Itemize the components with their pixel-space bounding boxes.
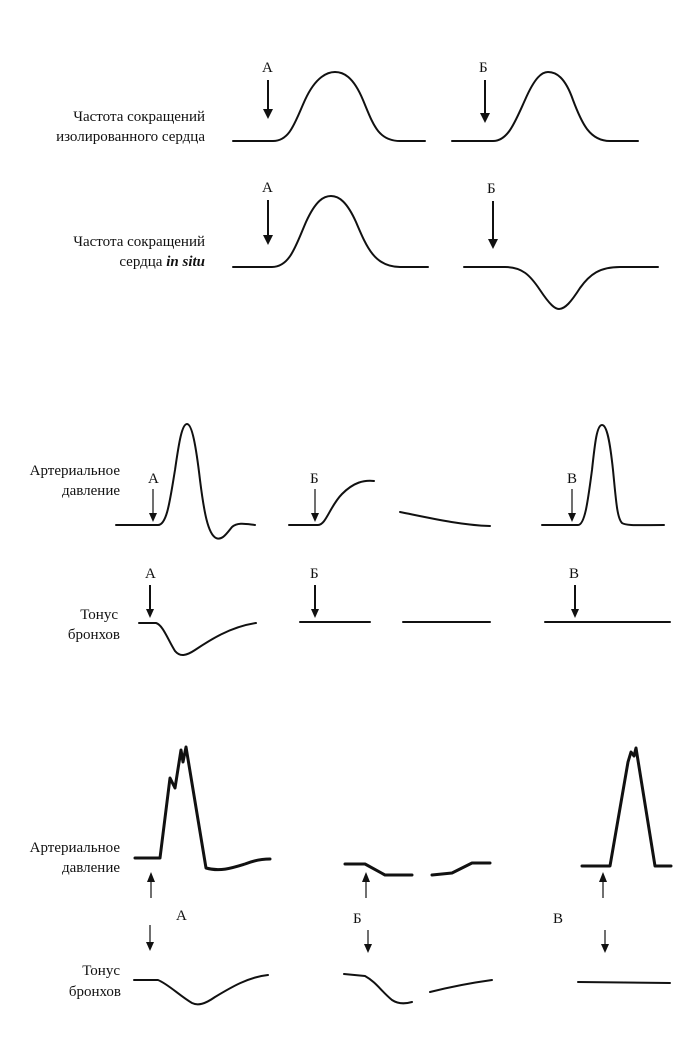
marker-b-pressure: Б bbox=[310, 471, 319, 487]
pressure-label-line1-second: Артериальное bbox=[30, 840, 121, 856]
trace-pressure-b-continued bbox=[399, 511, 491, 527]
marker-a-second: А bbox=[176, 908, 187, 924]
arrow-down-icon bbox=[568, 489, 576, 522]
marker-b-in-situ: Б bbox=[487, 181, 496, 197]
trace-in-situ-heart-b bbox=[463, 266, 659, 310]
arrow-up-icon bbox=[147, 872, 155, 898]
bronchi-label-line1-second: Тонус bbox=[82, 963, 120, 979]
marker-c-second: В bbox=[553, 911, 563, 927]
arrow-down-icon bbox=[146, 585, 154, 618]
marker-a-in-situ: А bbox=[262, 180, 273, 196]
marker-c-bronchi: В bbox=[569, 566, 579, 582]
trace-pressure-b bbox=[288, 479, 375, 526]
trace-pressure-a bbox=[115, 423, 256, 540]
in-situ-heart-label-line1: Частота сокращений bbox=[73, 234, 205, 250]
trace-bronchi-c-second bbox=[577, 981, 671, 984]
trace-pressure-c-second bbox=[580, 746, 673, 868]
marker-b-second: Б bbox=[353, 911, 362, 927]
isolated-heart-label-line2: изолированного сердца bbox=[56, 129, 205, 145]
arrow-down-icon bbox=[488, 201, 498, 249]
trace-in-situ-heart-a bbox=[232, 195, 429, 268]
panel-heart-rate: Частота сокращений изолированного сердца… bbox=[56, 60, 659, 310]
trace-isolated-heart-b bbox=[451, 71, 639, 142]
trace-pressure-b-second-continued bbox=[430, 861, 492, 877]
arrow-down-icon bbox=[263, 80, 273, 119]
pressure-label-line2-second: давление bbox=[62, 860, 120, 876]
arrow-down-icon bbox=[571, 585, 579, 618]
arrow-down-icon bbox=[146, 925, 154, 951]
trace-bronchi-b-second bbox=[343, 973, 413, 1005]
trace-bronchi-a-second bbox=[133, 974, 269, 1006]
marker-b-isolated: Б bbox=[479, 60, 488, 76]
arrow-down-icon bbox=[480, 80, 490, 123]
arrow-up-icon bbox=[599, 872, 607, 898]
trace-pressure-b-second bbox=[343, 862, 414, 877]
marker-b-bronchi: Б bbox=[310, 566, 319, 582]
arrow-down-icon bbox=[364, 930, 372, 953]
bronchi-label-line1: Тонус bbox=[80, 607, 118, 623]
isolated-heart-label-line1: Частота сокращений bbox=[73, 109, 205, 125]
in-situ-heart-label-line2: сердца in situ bbox=[119, 254, 205, 270]
trace-bronchi-b-second-continued bbox=[429, 979, 493, 993]
marker-a-isolated: А bbox=[262, 60, 273, 76]
trace-pressure-a-second bbox=[133, 745, 272, 872]
arrow-down-icon bbox=[311, 585, 319, 618]
marker-c-pressure: В bbox=[567, 471, 577, 487]
arrow-down-icon bbox=[311, 489, 319, 522]
panel-pressure-bronchi-1: Артериальное давление А Б В Тонус бронхо… bbox=[30, 423, 671, 656]
pressure-label-line2: давление bbox=[62, 483, 120, 499]
trace-pressure-c bbox=[541, 424, 665, 527]
pressure-label-line1: Артериальное bbox=[30, 463, 121, 479]
trace-bronchi-a bbox=[138, 622, 257, 656]
arrow-down-icon bbox=[263, 200, 273, 245]
trace-isolated-heart-a bbox=[232, 71, 426, 142]
arrow-up-icon bbox=[362, 872, 370, 898]
marker-a-bronchi: А bbox=[145, 566, 156, 582]
bronchi-label-line2-second: бронхов bbox=[69, 984, 121, 1000]
arrow-down-icon bbox=[601, 930, 609, 953]
panel-pressure-bronchi-2: Артериальное давление А Б В bbox=[30, 745, 673, 1006]
marker-a-pressure: А bbox=[148, 471, 159, 487]
bronchi-label-line2: бронхов bbox=[68, 627, 120, 643]
arrow-down-icon bbox=[149, 489, 157, 522]
